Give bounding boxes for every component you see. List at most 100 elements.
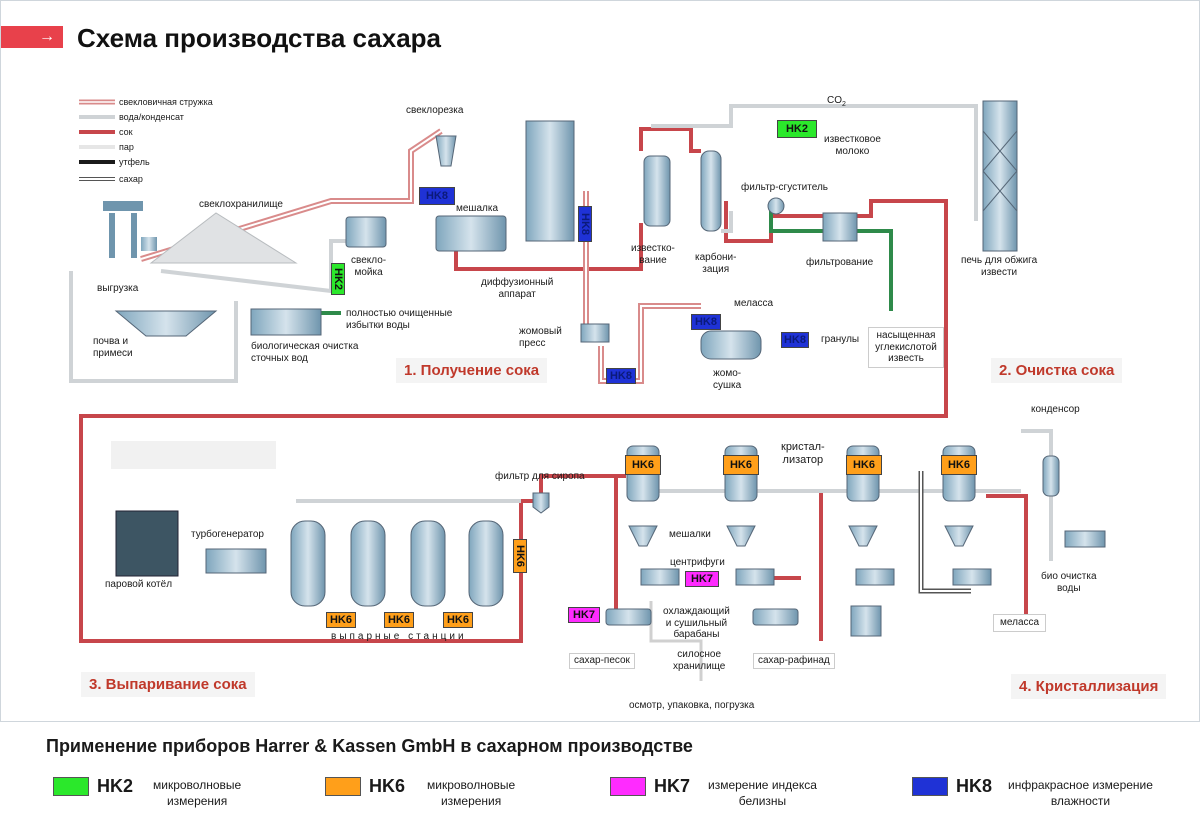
label-syrup-filter: фильтр для сиропа bbox=[495, 471, 585, 482]
badge-hk6-evap-2: HK6 bbox=[384, 612, 414, 628]
liming-column bbox=[643, 155, 671, 227]
page-title: Схема производства сахара bbox=[77, 23, 442, 53]
flow-legend-sugar: сахар bbox=[119, 174, 143, 184]
legend-swatch-hk8 bbox=[912, 777, 948, 796]
badge-hk7-drum: HK7 bbox=[568, 607, 600, 623]
label-crystallizer: кристал-лизатор bbox=[781, 441, 825, 466]
legend-code-hk8: HK8 bbox=[956, 776, 993, 796]
flow-legend-beet: свекловичная стружка bbox=[119, 97, 213, 107]
badge-hk6-evap-1: HK6 bbox=[326, 612, 356, 628]
beet-pile bbox=[149, 212, 298, 264]
label-mixers: мешалки bbox=[669, 529, 711, 540]
legend-code-hk6: HK6 bbox=[369, 776, 406, 796]
label-mixer: мешалка bbox=[456, 203, 499, 214]
label-packing: осмотр, упаковка, погрузка bbox=[629, 700, 755, 711]
unloading-station bbox=[103, 201, 157, 258]
flow-legend-water: вода/конденсат bbox=[119, 112, 184, 122]
label-condenser: конденсор bbox=[1031, 404, 1080, 415]
badge-hk7-centrifuge: HK7 bbox=[685, 571, 719, 587]
pulp-dryer bbox=[700, 330, 762, 360]
centrifuge-units bbox=[640, 568, 992, 586]
label-centrifuges: центрифуги bbox=[670, 557, 725, 568]
flow-legend-steam: пар bbox=[119, 142, 134, 152]
lime-kiln bbox=[982, 100, 1018, 252]
beet-washer bbox=[345, 216, 387, 248]
label-molasses-top: меласса bbox=[734, 298, 774, 309]
process-diagram bbox=[69, 99, 1106, 681]
flow-legend-lines bbox=[79, 99, 115, 181]
label-pulp-dryer: жомо-сушка bbox=[713, 368, 742, 391]
section-juice-evaporation: 3. Выпаривание сока bbox=[81, 672, 255, 697]
label-pellets: гранулы bbox=[821, 334, 860, 345]
label-filter-thickener: фильтр-сгуститель bbox=[741, 182, 828, 193]
badge-hk6-cryst-2: HK6 bbox=[723, 455, 759, 475]
section-placeholder-box bbox=[111, 441, 276, 469]
label-co2: CO2 bbox=[827, 95, 846, 108]
label-refined-sugar: сахар-рафинад bbox=[753, 653, 835, 669]
cooling-drum-2 bbox=[752, 608, 799, 626]
carbonation-column bbox=[700, 150, 722, 232]
legend-code-hk7: HK7 bbox=[654, 776, 691, 796]
badge-hk8-cutter: HK8 bbox=[419, 187, 455, 205]
beet-cutter bbox=[435, 135, 457, 167]
badge-hk6-cryst-3: HK6 bbox=[846, 455, 882, 475]
label-beet-cutter: свеклорезка bbox=[406, 105, 464, 116]
steam-boiler bbox=[115, 510, 179, 577]
label-molasses-bottom: меласса bbox=[993, 614, 1047, 632]
badge-hk2-washer: HK2 bbox=[331, 263, 345, 295]
label-boiler: паровой котёл bbox=[105, 579, 173, 590]
flow-legend-juice: сок bbox=[119, 127, 133, 137]
badge-hk8-press: HK8 bbox=[606, 368, 636, 384]
badge-hk6-syrup: HK6 bbox=[513, 539, 527, 573]
section-juice-purification: 2. Очистка сока bbox=[991, 358, 1123, 383]
mixer-funnels bbox=[628, 525, 974, 547]
badge-hk8-pellets: HK8 bbox=[781, 332, 809, 348]
badge-hk8-dryer-in: HK8 bbox=[691, 314, 721, 330]
section-crystallization: 4. Кристаллизация bbox=[1011, 674, 1167, 699]
bio-water-unit bbox=[1064, 530, 1106, 548]
bio-treatment-tank bbox=[250, 308, 322, 336]
cooling-drum-1 bbox=[605, 608, 652, 626]
turbogenerator-unit bbox=[205, 548, 267, 574]
badge-hk2-lime: HK2 bbox=[777, 120, 817, 138]
badge-hk6-cryst-1: HK6 bbox=[625, 455, 661, 475]
label-evaporators: выпарные станции bbox=[331, 631, 467, 642]
pulp-press bbox=[580, 323, 610, 343]
filtration-unit bbox=[822, 212, 858, 242]
diffusion-tower bbox=[525, 120, 575, 242]
evaporator-vessels bbox=[290, 520, 504, 607]
label-unloading: выгрузка bbox=[97, 283, 139, 294]
badge-hk8-diffusion: HK8 bbox=[578, 206, 592, 242]
section-juice-extraction: 1. Получение сока bbox=[396, 358, 548, 383]
legend-swatch-hk6 bbox=[325, 777, 361, 796]
diagram-frame: → Схема производства сахара bbox=[0, 0, 1200, 722]
instrument-legend-title: Применение приборов Harrer & Kassen GmbH… bbox=[46, 736, 693, 756]
molasses-tank bbox=[850, 605, 882, 637]
juice-pipes bbox=[79, 127, 1028, 643]
legend-swatch-hk2 bbox=[53, 777, 89, 796]
filter-thickener bbox=[767, 197, 785, 215]
mixer-unit bbox=[435, 215, 507, 252]
condenser-unit bbox=[1042, 455, 1060, 497]
label-turbogenerator: турбогенератор bbox=[191, 529, 264, 540]
settling-tank bbox=[114, 310, 218, 337]
label-filtration: фильтрование bbox=[806, 257, 874, 268]
badge-hk6-cryst-4: HK6 bbox=[941, 455, 977, 475]
label-beet-storage: свеклохранилище bbox=[199, 199, 283, 210]
label-granulated-sugar: сахар-песок bbox=[569, 653, 635, 669]
badge-hk6-evap-3: HK6 bbox=[443, 612, 473, 628]
label-carbonation: карбони-зация bbox=[695, 252, 737, 275]
